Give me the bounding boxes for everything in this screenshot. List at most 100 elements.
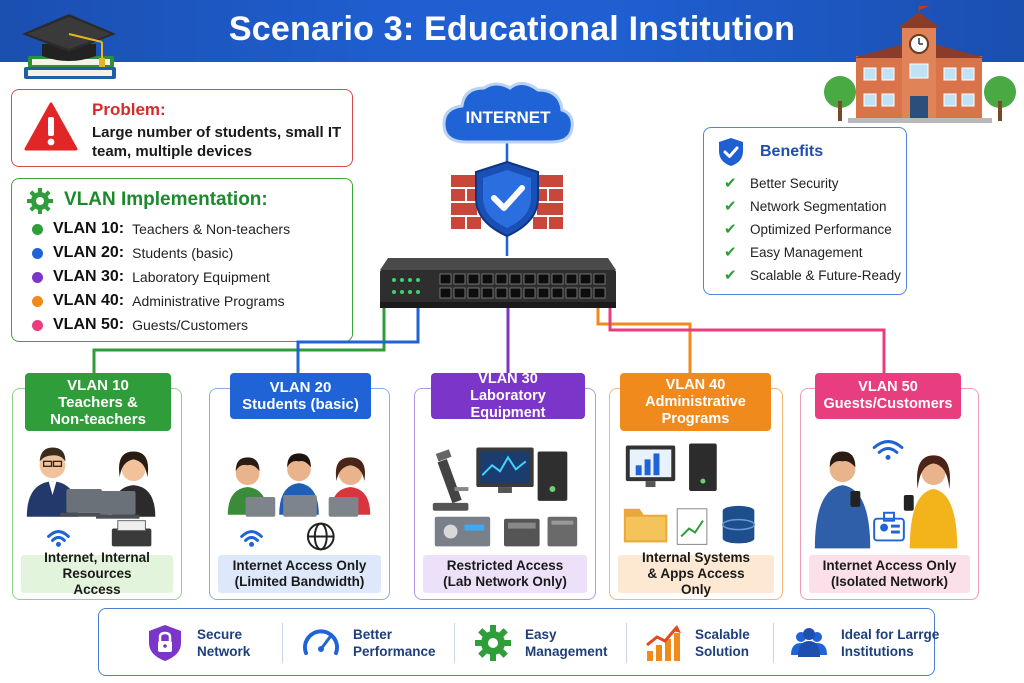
- switch-port: [467, 273, 480, 285]
- header-banner: Scenario 3: Educational Institution: [0, 0, 1024, 62]
- switch-port: [495, 287, 508, 299]
- benefit-item: ✔ Optimized Performance: [724, 220, 892, 238]
- vlan-id: VLAN 10:: [53, 220, 125, 237]
- check-icon: ✔: [724, 198, 737, 215]
- vlan-id: VLAN 20:: [53, 244, 125, 261]
- vlan-id: VLAN 30:: [53, 268, 125, 285]
- graduation-cap-icon: [22, 14, 116, 79]
- vlan20-card-header: VLAN 20 Students (basic): [230, 373, 371, 419]
- benefit-label: Network Segmentation: [750, 198, 887, 214]
- internet-label: INTERNET: [465, 108, 551, 127]
- switch-port: [565, 273, 578, 285]
- vlan40-card: VLAN 40 Administrative Programs Internal…: [609, 373, 783, 600]
- vlan-color-dot: [32, 319, 43, 331]
- benefit-item: ✔ Easy Management: [724, 243, 863, 261]
- summary-bar: Secure Network Better Performance Easy M…: [98, 608, 939, 677]
- switch-port: [593, 273, 606, 285]
- check-icon: ✔: [724, 175, 737, 192]
- speedometer-icon: [303, 629, 339, 655]
- card-vlan-subtitle: Guests/Customers: [823, 396, 953, 412]
- benefit-label: Scalable & Future-Ready: [750, 267, 901, 283]
- vlan40-card-header: VLAN 40 Administrative Programs: [620, 373, 771, 431]
- summary-divider: [773, 623, 774, 663]
- benefit-label: Optimized Performance: [750, 221, 892, 237]
- vlan-implementation-panel: VLAN Implementation: VLAN 10: Teachers &…: [11, 178, 353, 342]
- switch-port: [481, 287, 494, 299]
- vlan-description: Laboratory Equipment: [132, 269, 270, 285]
- switch-port: [551, 273, 564, 285]
- switch-port: [453, 287, 466, 299]
- switch-port: [439, 273, 452, 285]
- vlan-color-dot: [32, 247, 43, 259]
- switch-port: [537, 273, 550, 285]
- problem-title: Problem:: [92, 100, 166, 119]
- vlan-color-dot: [32, 295, 43, 307]
- problem-panel: Problem: Large number of students, small…: [11, 89, 353, 167]
- summary-item: Secure Network: [145, 609, 257, 677]
- vlan-description: Guests/Customers: [132, 317, 249, 333]
- summary-label: Better Performance: [353, 627, 436, 659]
- benefit-item: ✔ Better Security: [724, 174, 839, 192]
- vlan20-access-label: Internet Access Only (Limited Bandwidth): [218, 555, 381, 593]
- summary-item: Easy Management: [473, 609, 611, 677]
- summary-divider: [454, 623, 455, 663]
- problem-description: Large number of students, small IT team,…: [92, 124, 342, 160]
- check-icon: ✔: [724, 244, 737, 261]
- card-vlan-subtitle: Administrative Programs: [645, 393, 746, 427]
- benefit-label: Easy Management: [750, 244, 863, 260]
- students-illustration: [227, 453, 371, 551]
- vlan-id: VLAN 40:: [53, 292, 125, 309]
- people-icon: [791, 628, 827, 657]
- gear-icon: [475, 625, 511, 661]
- vlan10-access-label: Internet, Internal Resources Access: [21, 550, 173, 597]
- switch-port: [439, 287, 452, 299]
- summary-label: Secure Network: [197, 627, 251, 659]
- switch-port: [593, 287, 606, 299]
- vlan-description: Students (basic): [132, 245, 234, 261]
- administrative-illustration: [623, 443, 756, 545]
- vlan10-card-header: VLAN 10 Teachers & Non-teachers: [25, 373, 171, 431]
- switch-port: [551, 287, 564, 299]
- vlan-list-item: VLAN 10: Teachers & Non-teachers: [32, 219, 290, 239]
- gear-icon: [27, 188, 53, 214]
- switch-port: [579, 273, 592, 285]
- card-vlan-name: VLAN 20: [269, 379, 332, 396]
- vlan30-card: VLAN 30 Laboratory Equipment Restricted …: [414, 371, 596, 600]
- summary-item: Ideal for Larrge Institutions: [789, 609, 941, 677]
- summary-label: Scalable Solution: [695, 627, 750, 659]
- benefits-panel: Benefits ✔ Better Security ✔ Network Seg…: [703, 127, 907, 295]
- page-title: Scenario 3: Educational Institution: [228, 10, 796, 48]
- card-vlan-name: VLAN 10: [67, 376, 129, 394]
- summary-item: Scalable Solution: [643, 609, 755, 677]
- vlan10-card: VLAN 10 Teachers & Non-teachers Internet…: [12, 373, 182, 600]
- vlan-description: Administrative Programs: [132, 293, 285, 309]
- benefit-item: ✔ Scalable & Future-Ready: [724, 266, 901, 284]
- vlan-description: Teachers & Non-teachers: [132, 221, 291, 237]
- network-switch-icon: [380, 258, 616, 308]
- switch-port: [453, 273, 466, 285]
- school-building-icon: [824, 6, 1016, 123]
- switch-port: [523, 287, 536, 299]
- growth-chart-icon: [646, 625, 681, 661]
- vlan-id: VLAN 50:: [53, 316, 125, 333]
- warning-icon: [24, 102, 78, 151]
- shield-check-icon: [719, 138, 743, 166]
- guests-illustration: [814, 440, 958, 549]
- internet-cloud-icon: [442, 82, 574, 144]
- switch-port: [467, 287, 480, 299]
- summary-label: Ideal for Larrge Institutions: [841, 627, 940, 659]
- vlan50-card-header: VLAN 50 Guests/Customers: [815, 373, 961, 419]
- vlan40-access-label: Internal Systems & Apps Access Only: [618, 550, 774, 597]
- switch-port: [509, 273, 522, 285]
- vlan-list-item: VLAN 50: Guests/Customers: [32, 315, 248, 335]
- card-vlan-subtitle: Students (basic): [242, 396, 359, 413]
- vlan-implementation-title: VLAN Implementation:: [64, 189, 268, 210]
- summary-label: Easy Management: [525, 627, 608, 659]
- lab-equipment-illustration: [432, 447, 578, 547]
- vlan-list-item: VLAN 30: Laboratory Equipment: [32, 267, 270, 287]
- vlan20-card: VLAN 20 Students (basic) Internet Access…: [209, 373, 390, 600]
- vlan-list-item: VLAN 20: Students (basic): [32, 243, 233, 263]
- summary-divider: [282, 623, 283, 663]
- summary-item: Better Performance: [301, 609, 439, 677]
- switch-port: [579, 287, 592, 299]
